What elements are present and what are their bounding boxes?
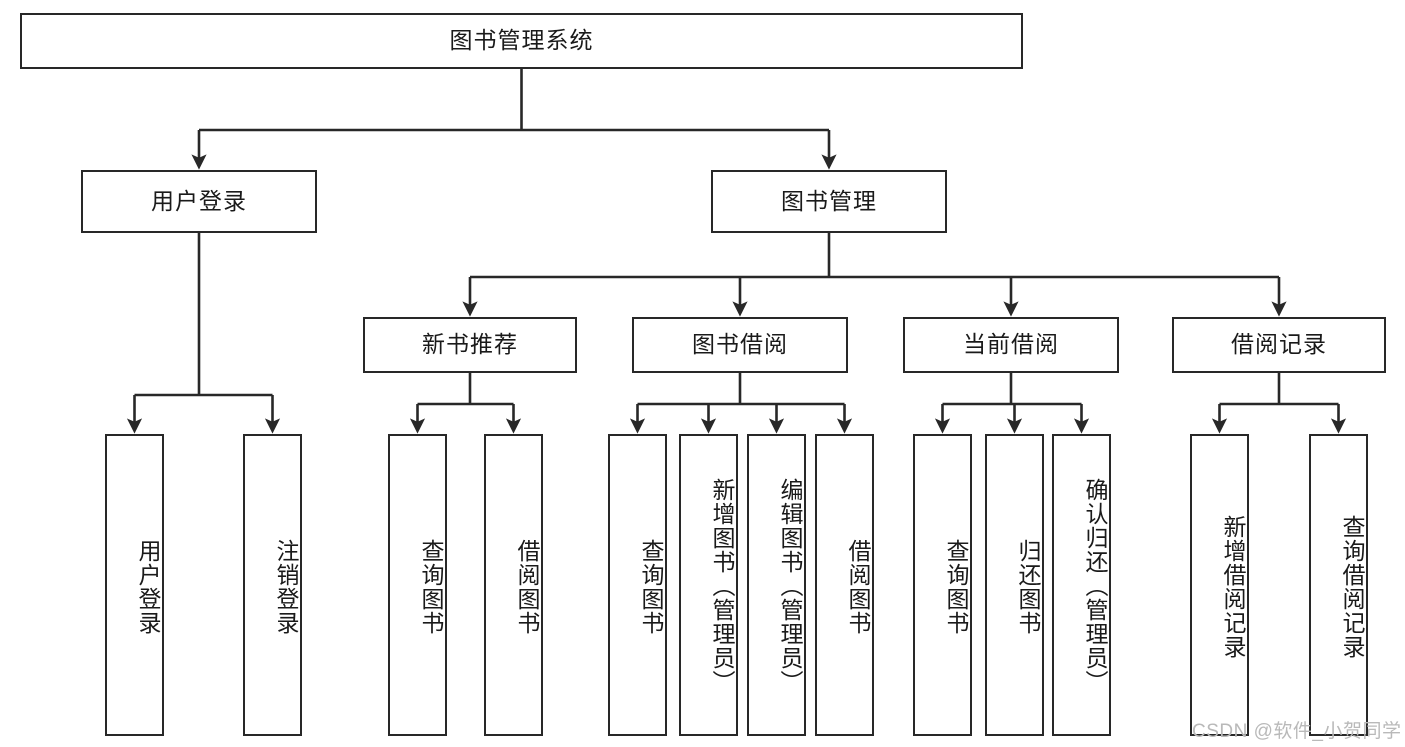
node-leaf-user-logout[interactable]: 注销登录 [243, 434, 302, 736]
node-leaf-query-book-current[interactable]: 查询图书 [913, 434, 972, 736]
node-leaf-return-book[interactable]: 归还图书 [985, 434, 1044, 736]
node-leaf-edit-book-admin[interactable]: 编辑图书（管理员） [747, 434, 806, 736]
node-user-login[interactable]: 用户登录 [81, 170, 317, 233]
node-book-manage[interactable]: 图书管理 [711, 170, 947, 233]
node-leaf-confirm-return-admin[interactable]: 确认归还（管理员） [1052, 434, 1111, 736]
node-leaf-query-book-borrow[interactable]: 查询图书 [608, 434, 667, 736]
node-leaf-add-borrow-record[interactable]: 新增借阅记录 [1190, 434, 1249, 736]
node-leaf-query-book-recommend[interactable]: 查询图书 [388, 434, 447, 736]
node-leaf-borrow-book[interactable]: 借阅图书 [815, 434, 874, 736]
node-current-borrow[interactable]: 当前借阅 [903, 317, 1119, 373]
node-leaf-query-borrow-record[interactable]: 查询借阅记录 [1309, 434, 1368, 736]
node-leaf-add-book-admin[interactable]: 新增图书（管理员） [679, 434, 738, 736]
node-leaf-borrow-book-recommend[interactable]: 借阅图书 [484, 434, 543, 736]
node-leaf-user-login[interactable]: 用户登录 [105, 434, 164, 736]
node-new-book-recommend[interactable]: 新书推荐 [363, 317, 577, 373]
node-borrow-record[interactable]: 借阅记录 [1172, 317, 1386, 373]
csdn-watermark: CSDN @软件_小贺同学 [1192, 721, 1402, 742]
node-book-borrow[interactable]: 图书借阅 [632, 317, 848, 373]
node-root-system[interactable]: 图书管理系统 [20, 13, 1023, 69]
